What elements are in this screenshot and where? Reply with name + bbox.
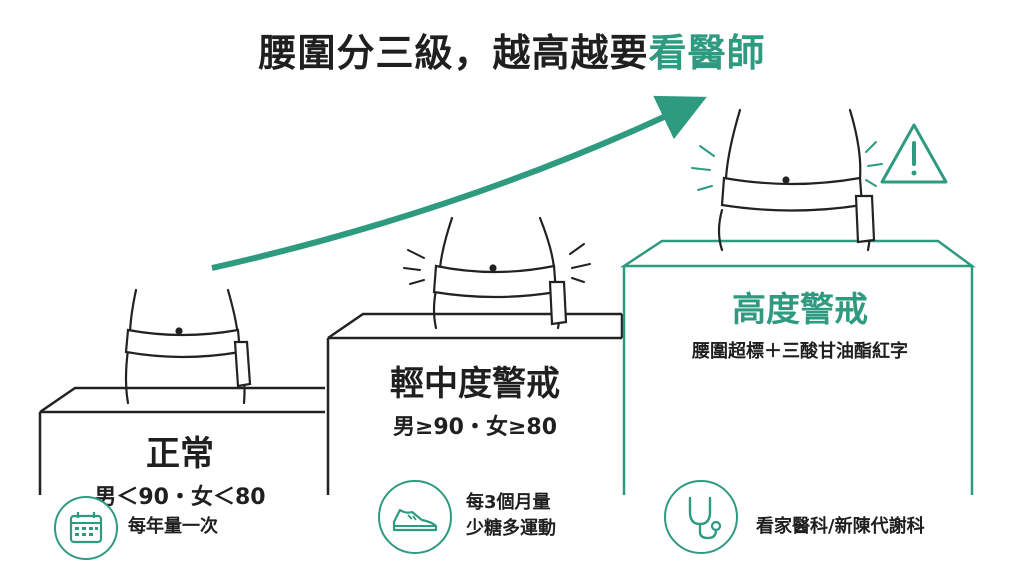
level-normal: 正常 男＜90・女＜80 [70,426,290,511]
waist-figure-large [691,108,883,252]
level-name: 輕中度警戒 [390,364,560,404]
calendar-icon [54,496,118,560]
tip-moderate: 每3個月量 少糖多運動 [466,490,556,542]
tip-line: 每3個月量 [466,492,551,513]
level-name: 正常 [146,434,214,474]
title-main: 腰圍分三級，越高越要 [258,31,649,75]
level-criteria: 男≥90・女≥80 [392,415,558,440]
level-name: 高度警戒 [732,290,868,330]
level-criteria: 男＜90・女＜80 [94,485,266,510]
level-high: 高度警戒 腰圍超標＋三酸甘油酯紅字 [640,282,960,363]
page-title: 腰圍分三級，越高越要看醫師 [0,22,1024,77]
step-high [619,239,976,495]
step-moderate [326,312,624,495]
tip-high: 看家醫科/新陳代謝科 [756,514,925,540]
waist-figure-medium [403,216,591,330]
level-note: 腰圍超標＋三酸甘油酯紅字 [692,341,908,362]
waist-figure-small [124,288,252,405]
sneaker-icon [378,480,452,554]
tip-line: 看家醫科/新陳代謝科 [756,516,925,537]
level-moderate: 輕中度警戒 男≥90・女≥80 [355,356,595,441]
tip-line: 每年量一次 [128,516,218,537]
title-accent: 看醫師 [648,31,766,75]
stethoscope-icon [664,480,738,554]
rising-arrow [211,95,707,271]
tip-normal: 每年量一次 [128,514,218,540]
tip-line: 少糖多運動 [466,518,556,539]
step-normal [38,386,325,495]
warning-icon [880,123,948,184]
